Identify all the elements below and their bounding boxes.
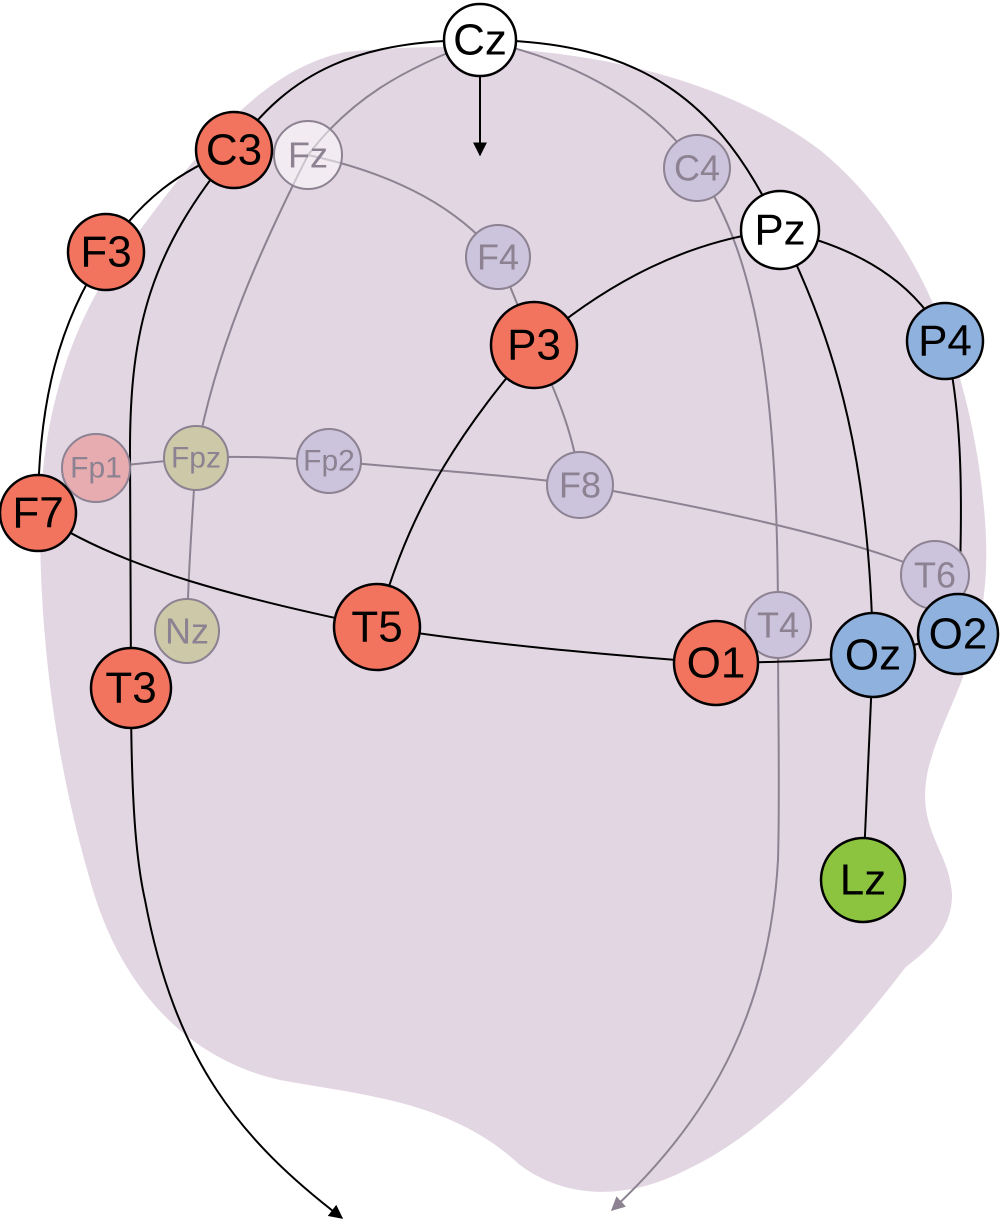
electrode-fz: Fz bbox=[273, 120, 343, 190]
line-c4-t4 bbox=[696, 167, 779, 626]
electrode-p3: P3 bbox=[489, 300, 579, 390]
electrode-pz-label: Pz bbox=[754, 206, 805, 255]
electrode-fp2: Fp2 bbox=[296, 428, 362, 494]
electrode-f8-label: F8 bbox=[559, 465, 601, 506]
electrode-cz: Cz bbox=[442, 2, 518, 78]
electrode-c3: C3 bbox=[194, 110, 274, 190]
line-c3-t3 bbox=[128, 149, 235, 689]
electrode-t5: T5 bbox=[332, 582, 422, 672]
electrode-fz-label: Fz bbox=[288, 135, 328, 176]
electrode-f3: F3 bbox=[66, 212, 146, 292]
line-pz-oz bbox=[779, 229, 874, 656]
line-f7-t5 bbox=[37, 512, 378, 628]
electrode-o2-circle bbox=[916, 592, 1000, 676]
electrode-f3-label: F3 bbox=[80, 228, 131, 277]
electrode-f4-circle bbox=[465, 224, 531, 290]
electrode-c3-circle bbox=[194, 110, 274, 190]
electrode-t5-circle bbox=[332, 582, 422, 672]
electrode-f7: F7 bbox=[0, 473, 78, 553]
electrode-p4-circle bbox=[905, 301, 985, 381]
electrode-p3-label: P3 bbox=[507, 321, 561, 370]
electrode-lz-label: Lz bbox=[840, 856, 886, 905]
electrode-t3-circle bbox=[89, 646, 173, 730]
electrode-o2: O2 bbox=[916, 592, 1000, 676]
electrode-oz-label: Oz bbox=[845, 631, 901, 680]
electrode-t4-circle bbox=[744, 591, 812, 659]
electrode-o2-label: O2 bbox=[929, 610, 988, 659]
electrode-t4: T4 bbox=[744, 591, 812, 659]
electrode-cz-circle bbox=[442, 2, 518, 78]
line-t3-down bbox=[130, 687, 344, 1219]
electrode-t5-label: T5 bbox=[351, 603, 402, 652]
electrode-p3-circle bbox=[489, 300, 579, 390]
electrode-p4: P4 bbox=[905, 301, 985, 381]
electrode-fp2-label: Fp2 bbox=[303, 445, 355, 478]
electrode-nz-circle bbox=[154, 598, 220, 664]
electrode-fz-circle bbox=[273, 120, 343, 190]
electrode-cz-label: Cz bbox=[453, 16, 507, 65]
electrode-o1-label: O1 bbox=[687, 639, 746, 688]
electrode-c4: C4 bbox=[663, 134, 731, 202]
electrode-pz: Pz bbox=[739, 189, 821, 271]
electrode-f3-circle bbox=[66, 212, 146, 292]
line-t4-down bbox=[610, 624, 780, 1211]
electrode-nz: Nz bbox=[154, 598, 220, 664]
line-cz-pz bbox=[479, 39, 781, 231]
electrode-p4-label: P4 bbox=[918, 317, 972, 366]
electrode-t3-label: T3 bbox=[105, 664, 156, 713]
electrode-fpz-circle bbox=[163, 425, 229, 491]
electrode-fp1-circle bbox=[61, 433, 131, 503]
electrode-lz-circle bbox=[819, 836, 907, 924]
electrode-nz-label: Nz bbox=[165, 611, 209, 652]
electrode-f4-label: F4 bbox=[477, 237, 519, 278]
electrode-t6: T6 bbox=[900, 540, 970, 610]
electrode-f7-circle bbox=[0, 473, 78, 553]
electrode-c4-label: C4 bbox=[674, 148, 720, 189]
electrode-c4-circle bbox=[663, 134, 731, 202]
electrode-t4-label: T4 bbox=[757, 605, 799, 646]
electrode-f8: F8 bbox=[546, 451, 614, 519]
electrode-o1-circle bbox=[672, 619, 760, 707]
head-silhouette bbox=[40, 47, 987, 1192]
electrode-f8-circle bbox=[546, 451, 614, 519]
electrode-f4: F4 bbox=[465, 224, 531, 290]
electrode-o1: O1 bbox=[672, 619, 760, 707]
line-f8-t6 bbox=[579, 484, 936, 576]
electrode-fp2-circle bbox=[296, 428, 362, 494]
electrode-pz-circle bbox=[739, 189, 821, 271]
electrode-fpz-label: Fpz bbox=[171, 442, 221, 475]
electrode-fp1-label: Fp1 bbox=[70, 452, 122, 485]
electrode-t6-label: T6 bbox=[914, 555, 956, 596]
electrode-lz: Lz bbox=[819, 836, 907, 924]
line-fz-fpz bbox=[195, 154, 309, 459]
electrode-oz: Oz bbox=[829, 611, 917, 699]
electrode-oz-circle bbox=[829, 611, 917, 699]
electrode-t3: T3 bbox=[89, 646, 173, 730]
electrode-f7-label: F7 bbox=[12, 489, 63, 538]
electrode-fp1: Fp1 bbox=[61, 433, 131, 503]
electrode-fpz: Fpz bbox=[163, 425, 229, 491]
electrode-c3-label: C3 bbox=[206, 126, 262, 175]
